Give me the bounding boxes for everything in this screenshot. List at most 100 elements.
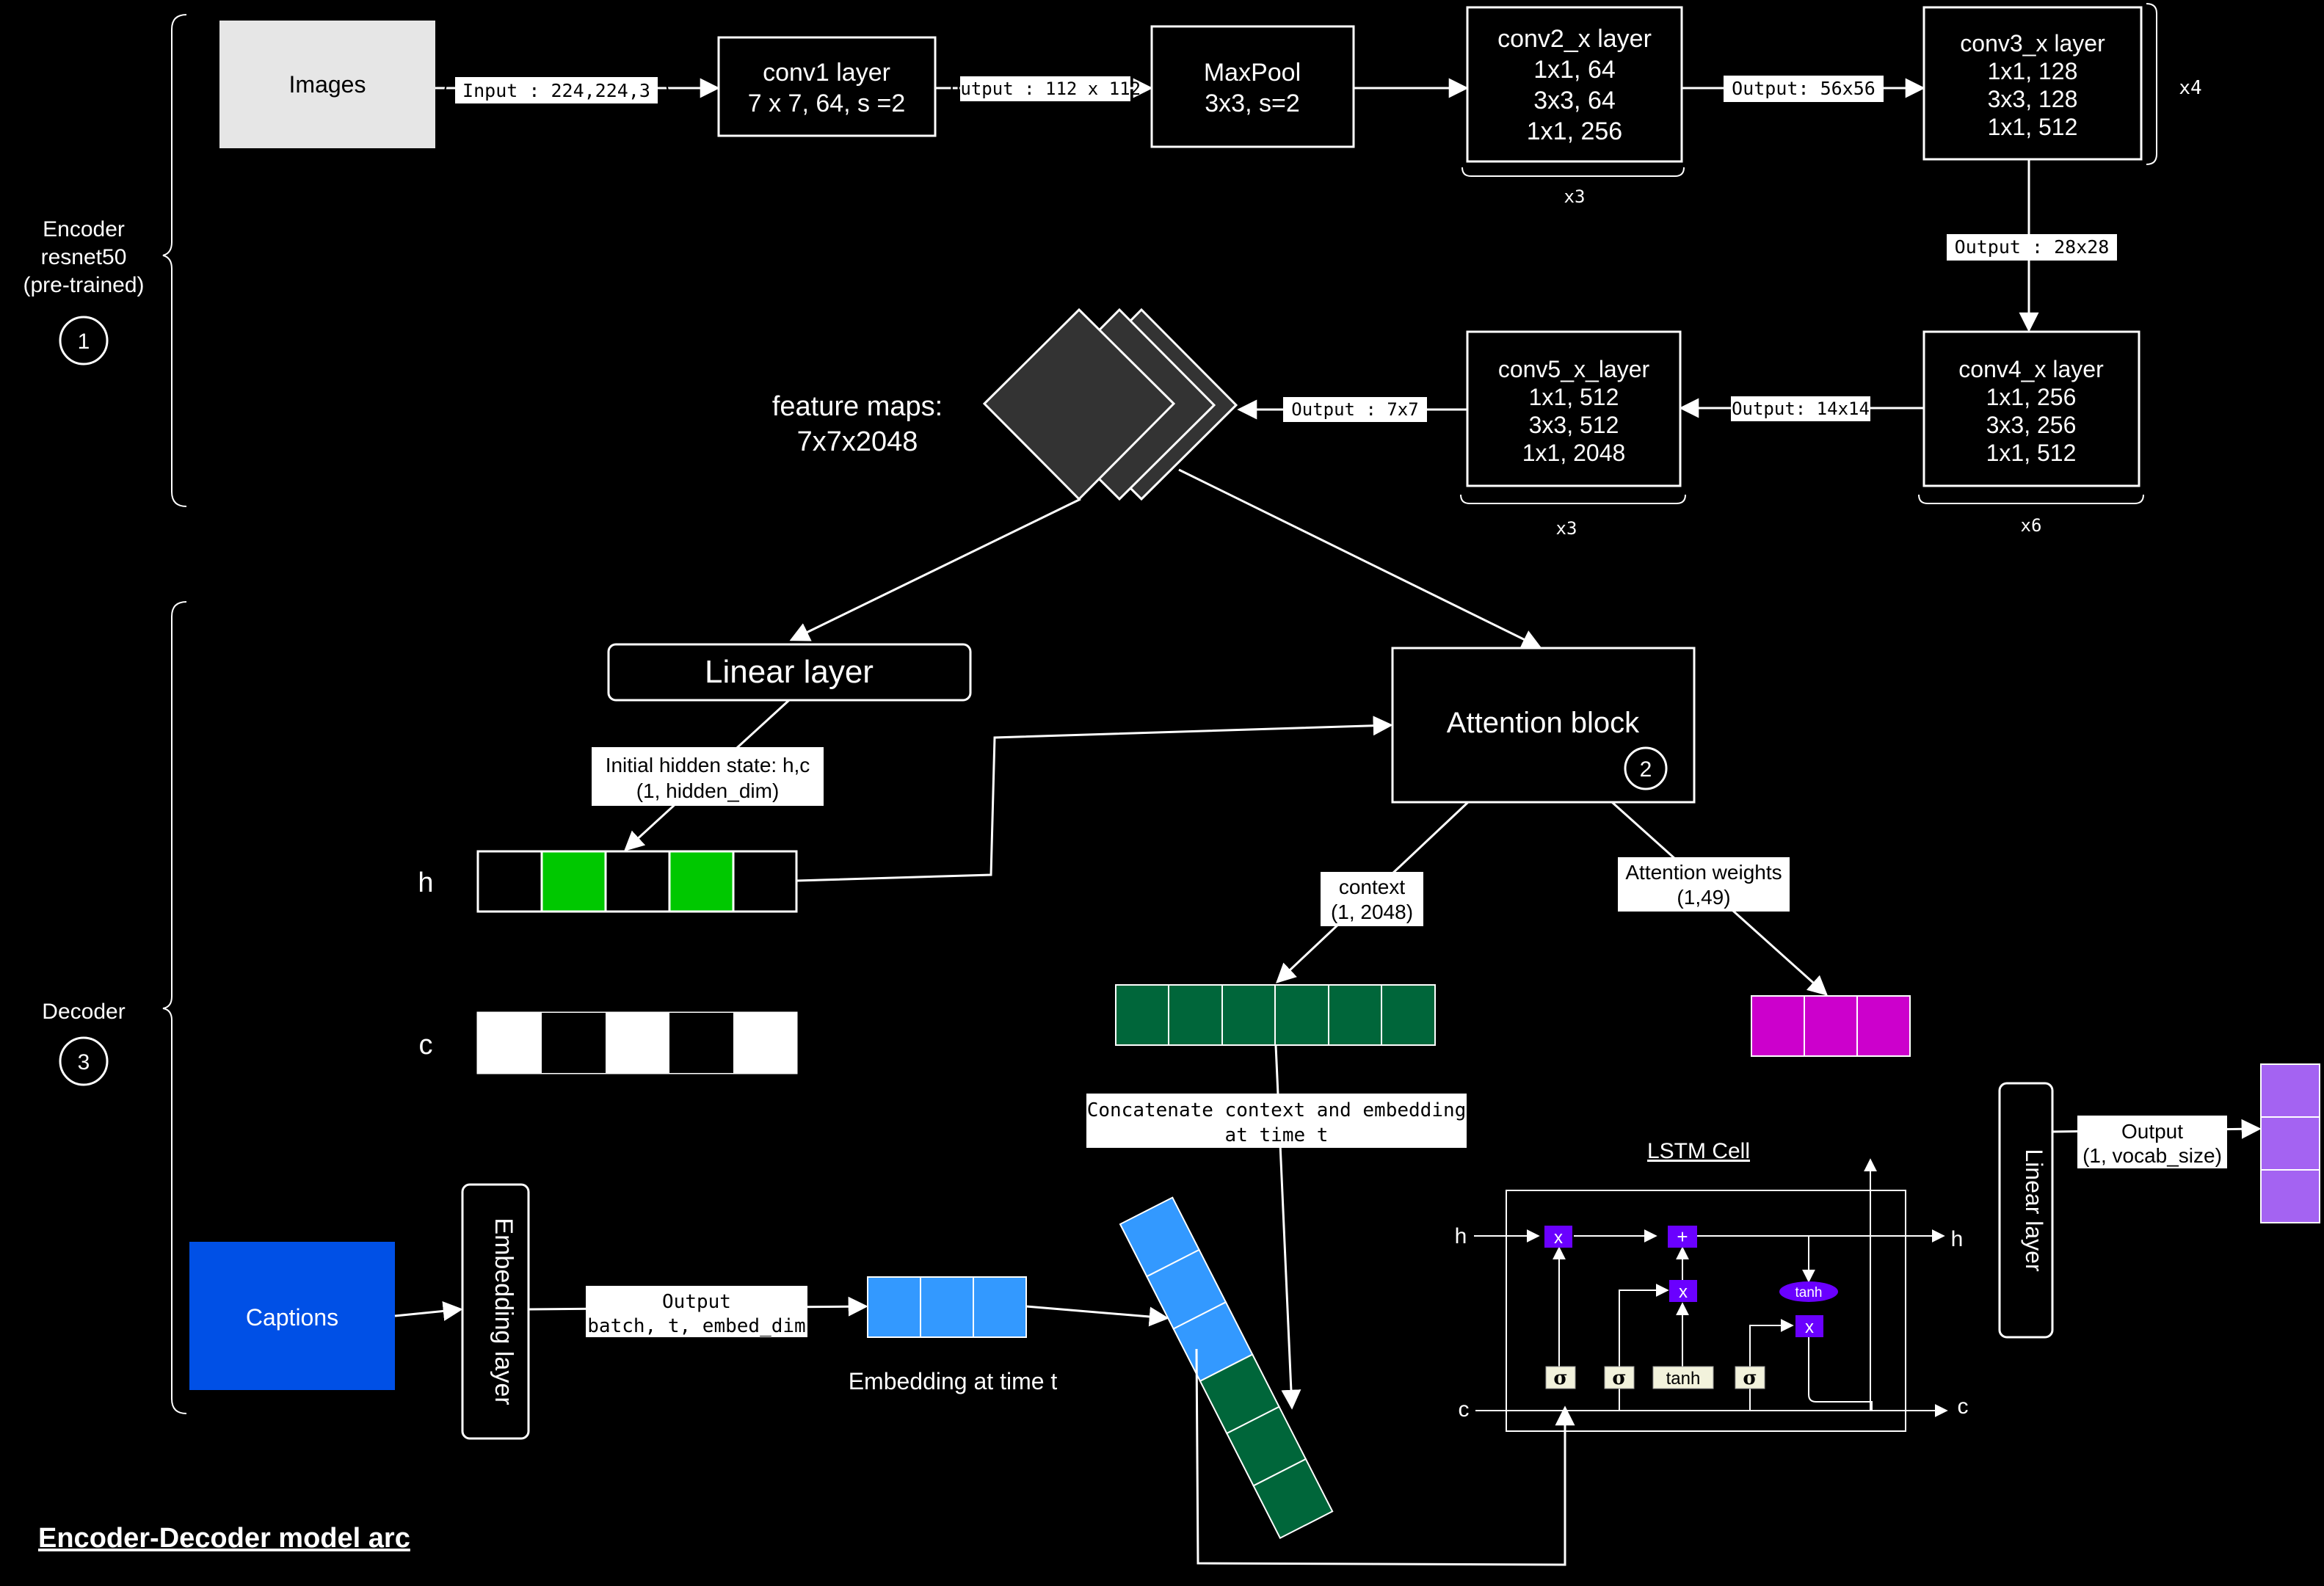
conv5-brace	[1460, 494, 1686, 504]
embedding-layer-node: Embedding layer	[461, 1183, 530, 1440]
featuremap-to-attention-arrow	[1178, 468, 1542, 649]
svg-text:1x1, 64: 1x1, 64	[1533, 56, 1616, 84]
svg-text:(1, hidden_dim): (1, hidden_dim)	[636, 779, 780, 802]
lstm-cell-box	[1506, 1190, 1906, 1432]
svg-text:(batch, t, embed_dim): (batch, t, embed_dim)	[576, 1315, 818, 1337]
svg-text:context: context	[1339, 876, 1405, 898]
conv2-node: conv2_x layer 1x1, 64 3x3, 64 1x1, 256	[1466, 6, 1683, 163]
conv1-node: conv1 layer 7 x 7, 64, s =2	[717, 36, 937, 137]
svg-text:Output: Output	[662, 1291, 731, 1313]
lstm-c-in: c	[1459, 1397, 1470, 1422]
svg-text:x: x	[1679, 1282, 1688, 1302]
conv4-repeat: x6	[2021, 515, 2042, 536]
encoder-label: Encoder resnet50 (pre-trained)	[23, 217, 144, 297]
attention-weights-vector	[1751, 995, 1911, 1057]
svg-text:3x3, s=2: 3x3, s=2	[1205, 90, 1299, 117]
concatenated-vector	[1119, 1196, 1334, 1540]
conv3-brace	[2146, 3, 2157, 165]
lstm-sigma-forget: σ	[1545, 1366, 1576, 1389]
c-state-label: c	[419, 1030, 433, 1061]
encoder-badge: 1	[59, 316, 109, 365]
conv4-brace	[1918, 494, 2144, 504]
svg-text:conv4_x layer: conv4_x layer	[1958, 356, 2104, 382]
svg-text:Captions: Captions	[246, 1304, 338, 1331]
lstm-tanh-candidate: tanh	[1652, 1366, 1714, 1389]
lstm-sigma-output: σ	[1735, 1366, 1765, 1389]
output-28-label: Output : 28x28	[1947, 234, 2117, 261]
feature-maps-label: feature maps: 7x7x2048	[772, 391, 943, 457]
svg-text:tanh: tanh	[1666, 1369, 1701, 1389]
diagram-title: Encoder-Decoder model arc	[38, 1523, 410, 1554]
embedding-output-label: Output (batch, t, embed_dim)	[576, 1286, 818, 1337]
images-node: Images	[219, 21, 435, 148]
svg-text:3x3, 256: 3x3, 256	[1986, 412, 2077, 438]
conv4-node: conv4_x layer 1x1, 256 3x3, 256 1x1, 512	[1922, 330, 2140, 487]
attention-block-node: Attention block 2	[1391, 647, 1696, 804]
svg-text:7x7x2048: 7x7x2048	[797, 426, 918, 457]
svg-text:1x1, 128: 1x1, 128	[1988, 58, 2078, 84]
svg-text:1x1, 512: 1x1, 512	[1988, 114, 2078, 140]
output-14-label: Output: 14x14	[1731, 396, 1870, 421]
lstm-c-out: c	[1958, 1394, 1969, 1419]
embedding-vector	[867, 1276, 1027, 1338]
vector-to-concat-arrow	[1025, 1305, 1169, 1327]
conv5-node: conv5_x_layer 1x1, 512 3x3, 512 1x1, 204…	[1466, 330, 1682, 487]
svg-text:Output: Output	[2121, 1120, 2183, 1143]
final-output-label: Output (1, vocab_size)	[2077, 1116, 2227, 1168]
context-label: context (1, 2048)	[1321, 872, 1423, 926]
svg-text:σ: σ	[1553, 1367, 1567, 1389]
svg-text:Embedding layer: Embedding layer	[490, 1218, 518, 1405]
svg-text:σ: σ	[1743, 1367, 1757, 1389]
svg-text:1x1, 512: 1x1, 512	[1986, 440, 2077, 466]
embedding-at-t-label: Embedding at time t	[849, 1368, 1058, 1394]
svg-text:conv3_x layer: conv3_x layer	[1960, 30, 2105, 57]
svg-text:conv1 layer: conv1 layer	[763, 59, 890, 87]
captions-to-embedding-arrow	[394, 1301, 463, 1321]
svg-text:at time t: at time t	[1225, 1124, 1329, 1146]
initial-state-label: Initial hidden state: h,c (1, hidden_dim…	[592, 747, 824, 806]
svg-text:2: 2	[1640, 757, 1652, 782]
svg-text:1x1, 256: 1x1, 256	[1527, 117, 1622, 145]
svg-text:1: 1	[78, 330, 90, 354]
featuremap-to-linear-arrow	[789, 498, 1081, 641]
lstm-h-in: h	[1455, 1224, 1467, 1248]
svg-text:resnet50: resnet50	[41, 245, 127, 269]
lstm-sigma-input: σ	[1604, 1366, 1635, 1389]
svg-text:Initial hidden state: h,c: Initial hidden state: h,c	[606, 754, 810, 776]
lstm-add: +	[1668, 1226, 1697, 1248]
lstm-h-out: h	[1951, 1227, 1964, 1251]
svg-text:Output: 56x56: Output: 56x56	[1732, 78, 1875, 99]
svg-text:Output : 112 x 112: Output : 112 x 112	[950, 79, 1141, 99]
svg-text:3x3, 512: 3x3, 512	[1529, 412, 1619, 438]
decoder-bracket	[162, 601, 187, 1414]
svg-text:Attention weights: Attention weights	[1625, 861, 1782, 884]
svg-text:3: 3	[78, 1050, 90, 1074]
lstm-tanh-out: tanh	[1779, 1281, 1838, 1302]
svg-text:3x3, 128: 3x3, 128	[1988, 86, 2078, 112]
feature-maps-stack	[982, 308, 1238, 501]
h-state-label: h	[418, 867, 433, 898]
conv3-node: conv3_x layer 1x1, 128 3x3, 128 1x1, 512	[1922, 6, 2143, 161]
attention-weights-label: Attention weights (1,49)	[1618, 857, 1790, 912]
svg-text:1x1, 256: 1x1, 256	[1986, 384, 2077, 410]
svg-text:x: x	[1554, 1228, 1563, 1248]
lstm-input-mul: x	[1669, 1280, 1697, 1302]
svg-text:(1, vocab_size): (1, vocab_size)	[2082, 1144, 2222, 1167]
svg-text:1x1, 512: 1x1, 512	[1529, 384, 1619, 410]
output-7-label: Output : 7x7	[1283, 397, 1427, 422]
context-vector	[1115, 984, 1436, 1046]
svg-text:(1, 2048): (1, 2048)	[1331, 901, 1413, 923]
h-state-vector	[476, 850, 798, 913]
captions-node: Captions	[189, 1242, 395, 1390]
lstm-title: LSTM Cell	[1647, 1139, 1750, 1163]
decoder-badge: 3	[59, 1036, 109, 1086]
svg-text:Attention block: Attention block	[1447, 707, 1640, 739]
c-state-vector	[476, 1011, 798, 1074]
svg-text:conv5_x_layer: conv5_x_layer	[1498, 356, 1650, 382]
conv3-repeat: x4	[2179, 77, 2201, 99]
svg-text:Output : 28x28: Output : 28x28	[1955, 236, 2110, 258]
svg-text:conv2_x layer: conv2_x layer	[1497, 25, 1652, 53]
decoder-label: Decoder	[42, 1000, 125, 1024]
h-to-attention-arrow	[796, 716, 1393, 882]
conv5-repeat: x3	[1556, 518, 1577, 539]
